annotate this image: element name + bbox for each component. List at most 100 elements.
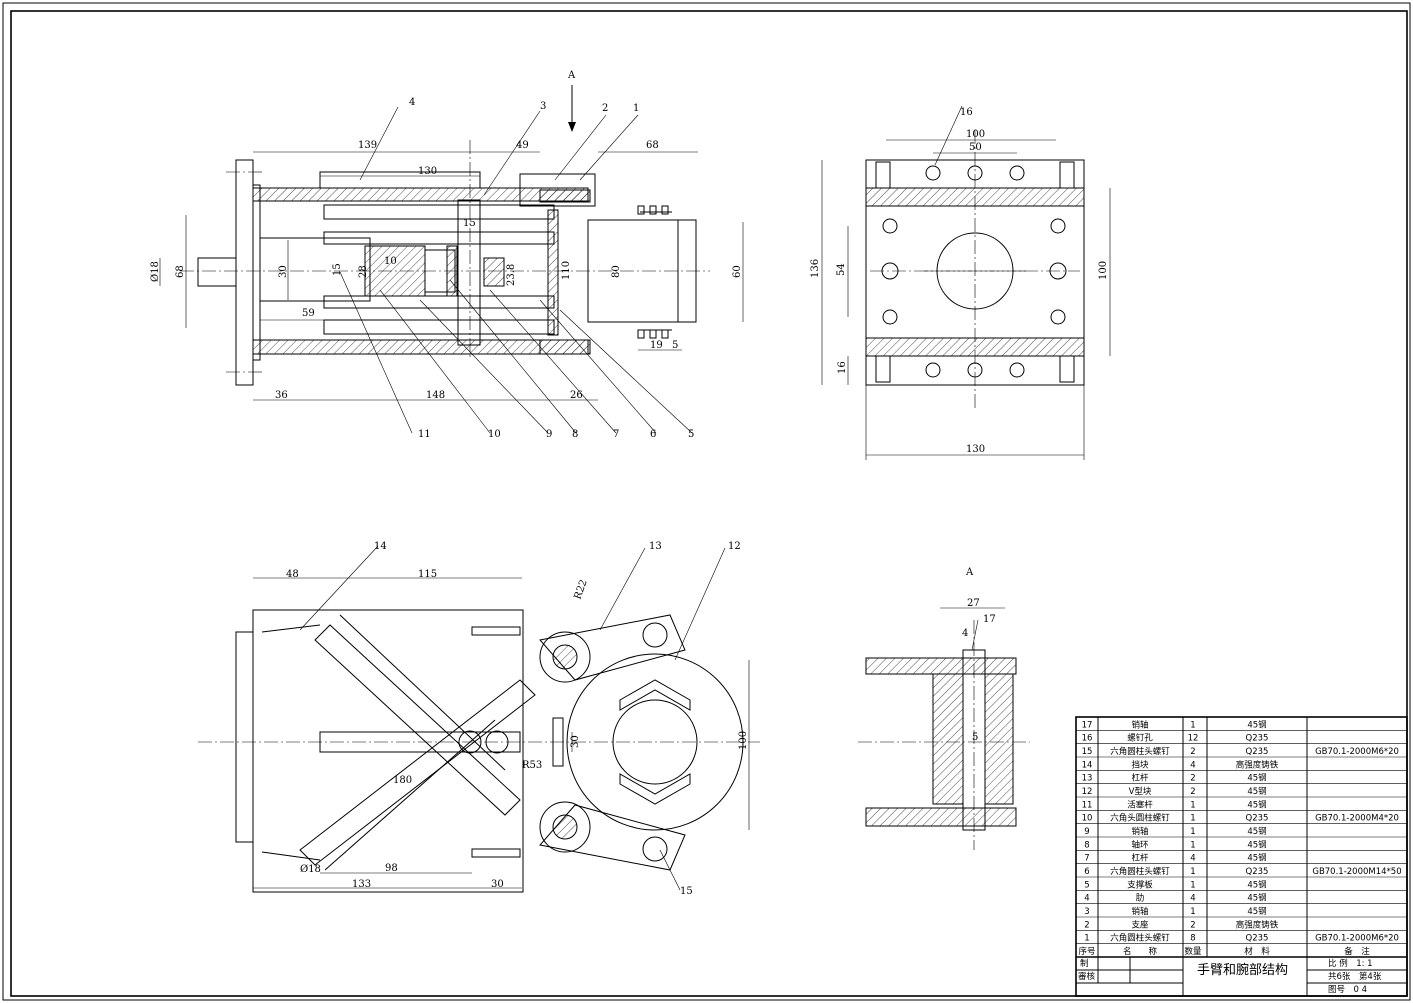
tb-checked: 審核 bbox=[1078, 971, 1096, 982]
bom-cell-material: 45钢 bbox=[1247, 786, 1266, 797]
dim-27: 27 bbox=[967, 598, 980, 609]
dim-10: 10 bbox=[384, 256, 397, 267]
dim-68: 68 bbox=[646, 140, 659, 151]
bom-cell-qty: 12 bbox=[1188, 734, 1199, 744]
bom-cell-name: 支座 bbox=[1131, 919, 1149, 930]
bom-cell-name: 螺钉孔 bbox=[1127, 733, 1153, 744]
bom-cell-no: 6 bbox=[1084, 867, 1089, 877]
dim-16: 16 bbox=[837, 361, 848, 374]
bom-cell-no: 12 bbox=[1082, 787, 1093, 797]
bom-cell-name: 肋 bbox=[1136, 893, 1145, 904]
dim-r53: R53 bbox=[522, 760, 542, 771]
dim-15v: 15 bbox=[332, 263, 343, 276]
balloon-16: 16 bbox=[960, 107, 973, 118]
dim-48: 48 bbox=[286, 569, 299, 580]
bom-cell-note: GB70.1-2000M6*20 bbox=[1315, 747, 1399, 757]
section-marker-a: A bbox=[567, 70, 576, 81]
bom-cell-name: 活塞杆 bbox=[1127, 799, 1153, 810]
bom-cell-material: 45钢 bbox=[1247, 719, 1266, 730]
bom-header-no: 序号 bbox=[1078, 946, 1095, 957]
dim-28: 28 bbox=[358, 265, 369, 278]
bom-cell-qty: 1 bbox=[1190, 814, 1195, 824]
bom-header-material: 材 料 bbox=[1244, 946, 1270, 957]
dim-d18: Ø18 bbox=[150, 261, 161, 282]
bom-cell-name: 销轴 bbox=[1131, 826, 1148, 837]
balloon-12: 12 bbox=[728, 541, 741, 552]
bom-cell-name: 轴环 bbox=[1131, 839, 1149, 850]
dim-180: 180 bbox=[393, 775, 412, 786]
balloon-15: 15 bbox=[680, 886, 693, 897]
gripper-view bbox=[198, 545, 760, 893]
bom-cell-note: GB70.1-2000M14*50 bbox=[1312, 867, 1401, 877]
dim-d18-bl: Ø18 bbox=[300, 864, 321, 875]
dim-59: 59 bbox=[302, 308, 315, 319]
dim-36: 36 bbox=[275, 390, 288, 401]
bom-cell-material: Q235 bbox=[1246, 747, 1269, 757]
dim-50: 50 bbox=[969, 142, 982, 153]
balloon-11: 11 bbox=[418, 429, 431, 440]
bom-cell-qty: 2 bbox=[1190, 747, 1195, 757]
bom-cell-no: 11 bbox=[1082, 800, 1093, 810]
balloon-17: 17 bbox=[983, 614, 996, 625]
tb-scale: 比 例 1: 1 bbox=[1328, 958, 1373, 969]
bom-cell-material: 45钢 bbox=[1247, 853, 1266, 864]
bom-cell-no: 1 bbox=[1084, 934, 1089, 944]
dim-60: 60 bbox=[732, 265, 743, 278]
bom-cell-material: Q235 bbox=[1246, 734, 1269, 744]
bom-cell-material: 高强度铸铁 bbox=[1236, 759, 1279, 770]
balloon-7: 7 bbox=[613, 429, 619, 440]
bom-cell-name: 六角圆柱头螺钉 bbox=[1110, 866, 1170, 877]
dim-139: 139 bbox=[358, 140, 377, 151]
dim-26: 26 bbox=[570, 390, 583, 401]
bom-cell-qty: 2 bbox=[1190, 920, 1195, 930]
bom-cell-name: 挡块 bbox=[1131, 759, 1149, 770]
bom-cell-qty: 4 bbox=[1190, 760, 1195, 770]
bom-cell-name: 杠杆 bbox=[1131, 853, 1149, 864]
bom-cell-no: 15 bbox=[1082, 747, 1093, 757]
dim-19: 19 bbox=[650, 340, 663, 351]
bom-cell-no: 13 bbox=[1082, 774, 1093, 784]
bom-header-note: 备 注 bbox=[1344, 946, 1370, 957]
bom-cell-name: 六角圆柱头螺钉 bbox=[1110, 746, 1170, 757]
title-block bbox=[1076, 956, 1407, 996]
bom-cell-no: 9 bbox=[1084, 827, 1089, 837]
detail-view-label: A bbox=[965, 567, 974, 578]
bom-header-qty: 数量 bbox=[1184, 946, 1202, 957]
bom-cell-qty: 1 bbox=[1190, 800, 1195, 810]
balloon-6: 6 bbox=[650, 429, 656, 440]
dim-68v: 68 bbox=[175, 265, 186, 278]
dim-23-8: 23.8 bbox=[506, 264, 517, 286]
bom-cell-name: V型块 bbox=[1129, 786, 1152, 797]
balloon-8: 8 bbox=[572, 429, 578, 440]
bom-cell-material: Q235 bbox=[1246, 814, 1269, 824]
bom-cell-material: 45钢 bbox=[1247, 839, 1266, 850]
bom-cell-qty: 1 bbox=[1190, 840, 1195, 850]
bom-cell-qty: 4 bbox=[1190, 854, 1195, 864]
dim-100: 100 bbox=[966, 129, 985, 140]
bom-cell-name: 六角头圆柱螺钉 bbox=[1110, 813, 1170, 824]
dim-4: 4 bbox=[962, 628, 968, 639]
bom-cell-material: Q235 bbox=[1246, 867, 1269, 877]
bom-cell-material: Q235 bbox=[1246, 934, 1269, 944]
bom-cell-material: 45钢 bbox=[1247, 826, 1266, 837]
bom-cell-no: 3 bbox=[1084, 907, 1089, 917]
bom-cell-material: 45钢 bbox=[1247, 906, 1266, 917]
balloon-3: 3 bbox=[540, 101, 546, 112]
bom-cell-no: 10 bbox=[1082, 814, 1093, 824]
bom-cell-qty: 1 bbox=[1190, 907, 1195, 917]
bom-cell-qty: 2 bbox=[1190, 774, 1195, 784]
bom-cell-no: 7 bbox=[1084, 854, 1089, 864]
dim-r22: R22 bbox=[572, 578, 589, 601]
tb-title: 手臂和腕部结构 bbox=[1197, 962, 1288, 978]
balloon-9: 9 bbox=[546, 429, 552, 440]
dim-136: 136 bbox=[810, 259, 821, 278]
balloon-5: 5 bbox=[688, 429, 694, 440]
dim-49: 49 bbox=[516, 140, 529, 151]
balloon-2: 2 bbox=[602, 103, 608, 114]
dim-98: 98 bbox=[385, 863, 398, 874]
bom-cell-no: 8 bbox=[1084, 840, 1089, 850]
dim-115: 115 bbox=[418, 569, 437, 580]
detail-view-a bbox=[858, 607, 1030, 850]
